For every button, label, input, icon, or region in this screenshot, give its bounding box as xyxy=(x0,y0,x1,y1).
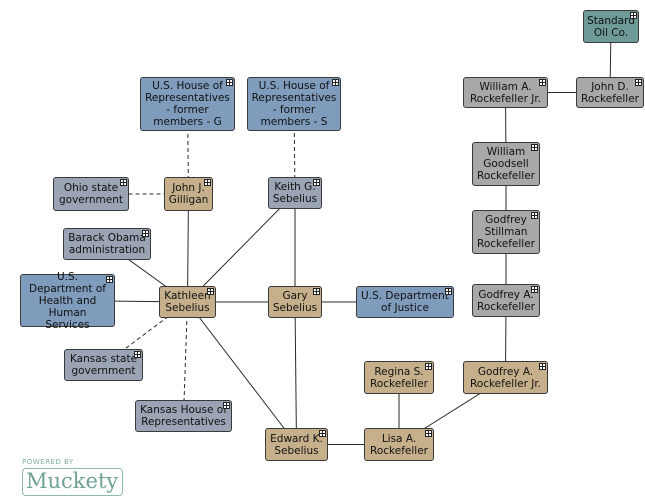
node-william-g[interactable]: William Goodsell Rockefeller xyxy=(472,142,540,186)
muckety-branding[interactable]: POWERED BY Muckety xyxy=(22,458,124,496)
node-label: Kansas state government xyxy=(69,353,138,377)
node-label: Kansas House of Representatives xyxy=(140,404,227,428)
node-label: Gary Sebelius xyxy=(272,290,318,314)
expand-icon[interactable] xyxy=(223,402,230,409)
node-kansas-house[interactable]: Kansas House of Representatives xyxy=(135,400,232,432)
expand-icon[interactable] xyxy=(319,430,326,437)
expand-icon[interactable] xyxy=(313,179,320,186)
edge-gilligan-kathleen xyxy=(187,193,189,303)
edge-keith-kathleen xyxy=(187,192,296,303)
expand-icon[interactable] xyxy=(207,288,214,295)
expand-icon[interactable] xyxy=(106,276,113,283)
expand-icon[interactable] xyxy=(630,12,637,19)
node-hhs[interactable]: U.S. Department of Health and Human Serv… xyxy=(20,271,115,331)
expand-icon[interactable] xyxy=(531,212,538,219)
expand-icon[interactable] xyxy=(425,430,432,437)
expand-icon[interactable] xyxy=(531,144,538,151)
node-label: Ohio state government xyxy=(58,182,123,206)
node-label: U.S. Department of Justice xyxy=(361,290,449,314)
node-label: John J. Gilligan xyxy=(168,182,209,206)
node-label: John D. Rockefeller xyxy=(581,80,639,105)
node-label: William A. Rockefeller Jr. xyxy=(469,80,542,105)
node-label: Keith G. Sebelius xyxy=(272,181,318,205)
node-label: Regina S. Rockefeller xyxy=(370,365,428,390)
expand-icon[interactable] xyxy=(134,351,141,358)
expand-icon[interactable] xyxy=(539,363,546,370)
node-obama[interactable]: Barack Obama administration xyxy=(63,228,151,260)
node-label: Godfrey Stillman Rockefeller xyxy=(477,214,535,250)
expand-icon[interactable] xyxy=(313,288,320,295)
node-doj[interactable]: U.S. Department of Justice xyxy=(356,286,454,318)
node-label: Godfrey A. Rockefeller xyxy=(477,288,535,313)
node-kansas-gov[interactable]: Kansas state government xyxy=(64,349,143,381)
node-label: Edward K. Sebelius xyxy=(270,432,323,457)
expand-icon[interactable] xyxy=(531,286,538,293)
edge-edward-kathleen xyxy=(187,301,297,445)
node-house-g[interactable]: U.S. House of Representatives - former m… xyxy=(140,77,235,131)
expand-icon[interactable] xyxy=(204,179,211,186)
node-ohio[interactable]: Ohio state government xyxy=(53,177,129,211)
node-godfrey-jr[interactable]: Godfrey A. Rockefeller Jr. xyxy=(463,361,548,394)
node-godfrey-a[interactable]: Godfrey A. Rockefeller xyxy=(472,284,540,317)
node-label: U.S. Department of Health and Human Serv… xyxy=(29,270,106,331)
node-gary[interactable]: Gary Sebelius xyxy=(268,286,322,318)
node-lisa[interactable]: Lisa A. Rockefeller xyxy=(364,428,434,461)
node-john-r[interactable]: John D. Rockefeller xyxy=(576,77,644,108)
node-house-s[interactable]: U.S. House of Representatives - former m… xyxy=(247,77,341,131)
expand-icon[interactable] xyxy=(332,79,339,86)
node-edward[interactable]: Edward K. Sebelius xyxy=(265,428,328,461)
node-gilligan[interactable]: John J. Gilligan xyxy=(164,177,213,211)
expand-icon[interactable] xyxy=(539,79,546,86)
expand-icon[interactable] xyxy=(226,79,233,86)
node-label: William Goodsell Rockefeller xyxy=(477,146,535,182)
node-standard[interactable]: Standard Oil Co. xyxy=(583,10,639,43)
node-william-jr[interactable]: William A. Rockefeller Jr. xyxy=(463,77,548,108)
node-label: Barack Obama administration xyxy=(68,232,146,256)
expand-icon[interactable] xyxy=(120,179,127,186)
node-label: Lisa A. Rockefeller xyxy=(370,432,428,457)
node-label: Standard Oil Co. xyxy=(587,14,635,39)
edge-edward-gary xyxy=(294,301,297,445)
node-label: U.S. House of Representatives - former m… xyxy=(251,80,337,128)
expand-icon[interactable] xyxy=(445,288,452,295)
node-godfrey-s[interactable]: Godfrey Stillman Rockefeller xyxy=(472,210,540,254)
expand-icon[interactable] xyxy=(142,230,149,237)
node-label: Kathleen Sebelius xyxy=(164,290,211,314)
muckety-logo: Muckety xyxy=(22,468,124,496)
edge-kansas_house-kathleen xyxy=(183,301,188,417)
expand-icon[interactable] xyxy=(425,363,432,370)
powered-by-label: POWERED BY xyxy=(22,458,74,466)
node-label: Godfrey A. Rockefeller Jr. xyxy=(469,365,542,390)
expand-icon[interactable] xyxy=(635,79,642,86)
node-kathleen[interactable]: Kathleen Sebelius xyxy=(159,286,216,318)
node-regina[interactable]: Regina S. Rockefeller xyxy=(364,361,434,394)
node-keith[interactable]: Keith G. Sebelius xyxy=(268,177,322,209)
node-label: U.S. House of Representatives - former m… xyxy=(145,80,230,128)
